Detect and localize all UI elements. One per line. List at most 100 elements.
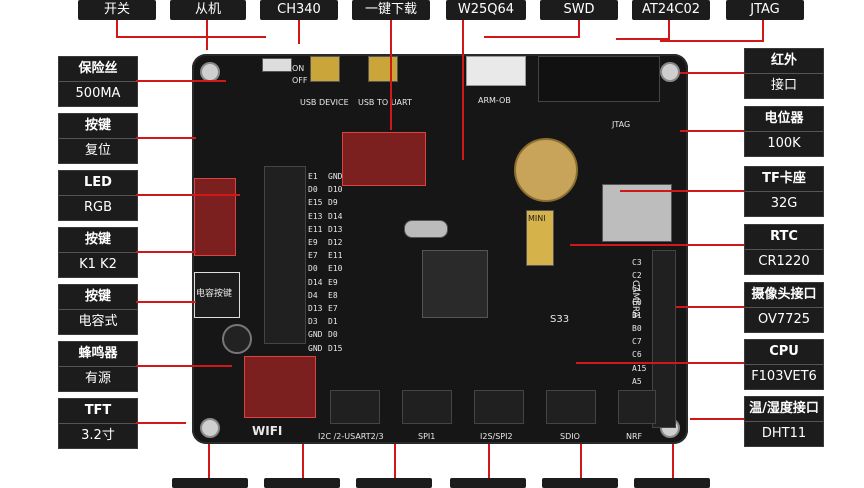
left-label-tft-value: 3.2寸 [81,428,115,443]
jtag-connector[interactable] [538,56,660,102]
camera-pin: B0 [632,324,642,334]
callout-line [302,444,304,478]
switch-off-label: OFF [292,76,308,85]
usb-device-port[interactable] [310,56,340,82]
callout-line [580,444,582,478]
tft-pin: D4 [308,290,318,300]
callout-line [136,80,226,82]
tft-pin: D15 [328,343,343,353]
left-label-buzzer-value: 有源 [84,371,111,386]
mount-hole-top-right [660,62,680,82]
camera-pin: C1 [632,284,642,294]
tft-pin: E8 [328,290,338,300]
camera-pin: B1 [632,310,642,320]
top-label-w25q64: W25Q64 [446,0,526,20]
left-label-touch-key-title: 按键 [59,285,137,310]
callout-line [136,251,196,253]
callout-line [206,20,208,50]
tft-pin: E1 [308,172,318,181]
arm-ob-label: ARM-OB [478,96,511,105]
callout-line [116,20,118,36]
wifi-module[interactable] [244,356,316,418]
left-label-fuse-value: 500MA [75,86,121,101]
callout-line [116,36,266,38]
right-label-tf-value: 32G [770,196,798,211]
silk-nrf: NRF [626,432,643,441]
header-i2c[interactable] [330,390,380,424]
tft-pin: GND [308,330,323,340]
top-label-switch: 开关 [78,0,156,20]
tf-card-slot[interactable] [602,184,672,242]
callout-line [616,38,670,40]
mount-hole-top-left [200,62,220,82]
camera-pin: C2 [632,271,642,281]
left-label-led: LED RGB [58,170,138,221]
callout-line [672,444,674,478]
right-label-tf-title: TF卡座 [745,167,823,192]
left-label-led-title: LED [59,171,137,196]
left-label-tft: TFT 3.2寸 [58,398,138,449]
arm-ob-connector[interactable] [466,56,526,86]
tft-pin: D0 [328,330,338,340]
bottom-label-stub-6 [634,478,710,488]
jtag-label: JTAG [612,120,631,129]
usb-uart-port[interactable] [368,56,398,82]
tft-pin: GND [308,343,323,353]
top-label-swd: SWD [540,0,618,20]
left-label-touch-key-value: 电容式 [78,314,118,329]
bottom-label-stub-2 [264,478,340,488]
right-label-tf: TF卡座 32G [744,166,824,217]
mini-label: MINI [528,214,546,223]
header-nrf[interactable] [618,390,656,424]
header-spi1[interactable] [402,390,452,424]
camera-pin: C7 [632,337,642,347]
left-label-k1k2-value: K1 K2 [79,257,117,272]
left-label-tft-title: TFT [59,399,137,424]
callout-line [762,20,764,40]
tft-pin: E9 [328,277,338,287]
tft-pin-labels-left: E1 D0 E15 E13 E11 E9 E7 D0 D14 D4 D13 D3… [308,170,322,355]
callout-line [620,190,744,192]
touch-key-label: 电容按键 [196,289,233,299]
callout-line [136,365,232,367]
camera-pin: A15 [632,363,647,373]
silk-spi1: SPI1 [418,432,436,441]
left-label-reset-key-value: 复位 [84,143,111,158]
top-label-ch340: CH340 [260,0,338,20]
tft-pin: E15 [308,198,323,208]
tft-pin: E7 [308,251,318,261]
header-sdio[interactable] [546,390,596,424]
tft-pin: E13 [308,211,323,221]
left-label-reset-key-title: 按键 [59,114,137,139]
right-label-ir-value: 接口 [770,78,797,93]
right-label-pot: 电位器 100K [744,106,824,157]
callout-line [668,20,670,38]
k1-k2-keys[interactable] [194,178,236,256]
touch-key[interactable] [194,272,240,318]
silk-i2s-spi2: I2S/SPI2 [480,432,513,441]
tft-pin: D13 [308,304,323,314]
callout-line [136,422,186,424]
right-label-dht11-title: 温/湿度接口 [745,397,823,422]
right-label-cpu-value: F103VET6 [751,369,817,384]
tft-header[interactable] [264,166,306,344]
callout-line [576,362,744,364]
left-label-touch-key: 按键 电容式 [58,284,138,335]
header-i2s-spi2[interactable] [474,390,524,424]
tft-pin: D12 [328,238,343,248]
s33-label: S33 [550,314,570,325]
bottom-label-stub-1 [172,478,248,488]
right-label-dht11: 温/湿度接口 DHT11 [744,396,824,447]
tft-pin: D9 [328,198,338,208]
left-label-reset-key: 按键 复位 [58,113,138,164]
usb-uart-label: USB TO UART [358,98,412,107]
camera-pin: A5 [632,376,642,386]
ch340-chip [342,132,426,186]
callout-line [578,20,580,36]
camera-header[interactable] [652,250,676,428]
switch-on-label: ON [292,64,305,73]
power-switch[interactable] [262,58,292,72]
right-label-ir-title: 红外 [745,49,823,74]
callout-line [690,418,744,420]
tft-pin: D3 [308,317,318,327]
